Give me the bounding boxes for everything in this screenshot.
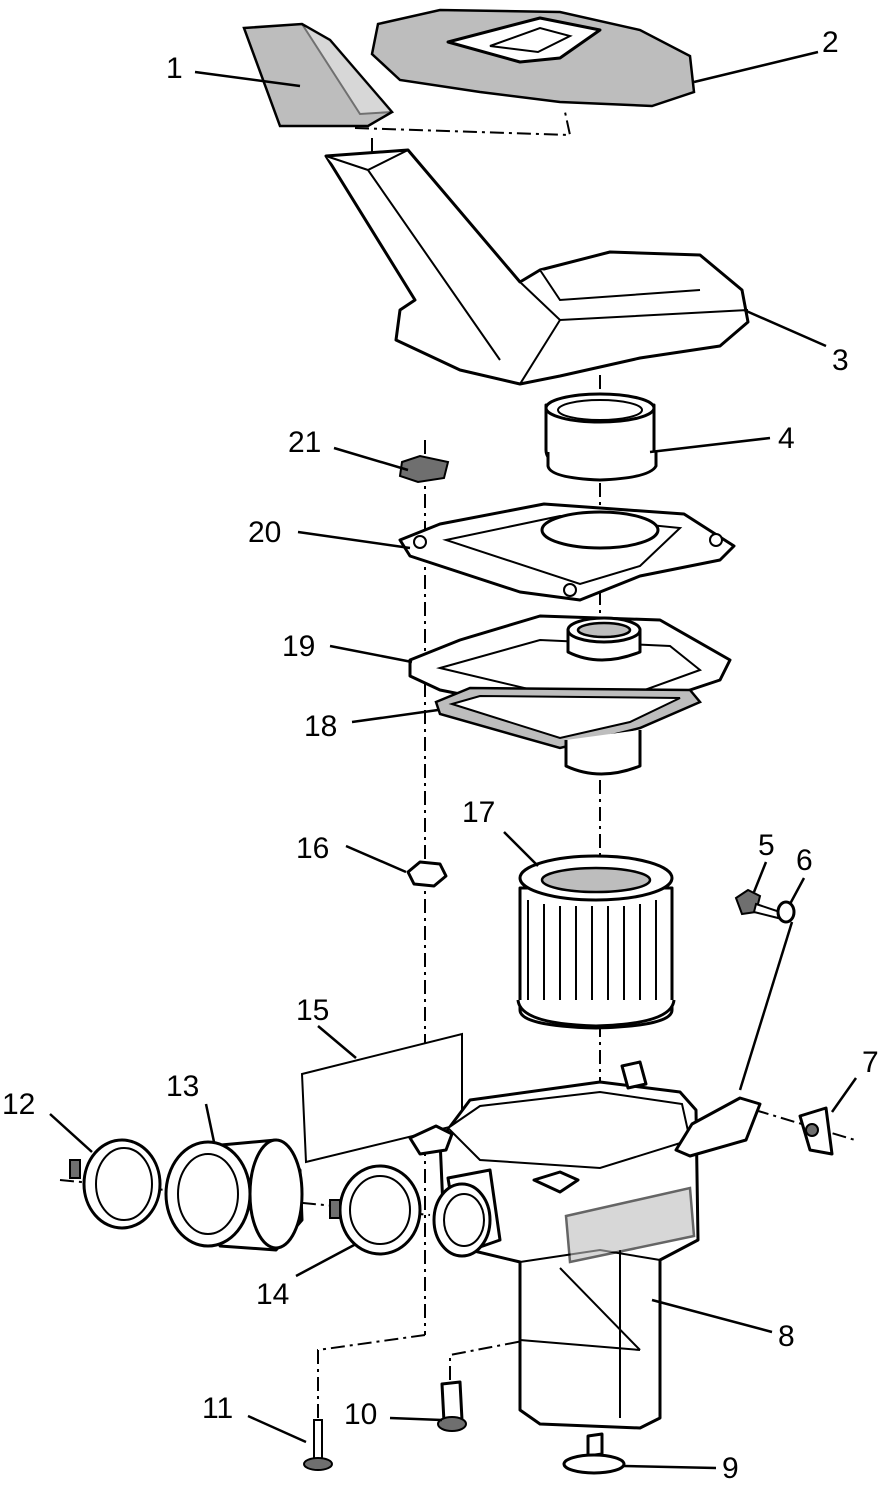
callout-6: 6: [796, 844, 813, 877]
callout-3: 3: [832, 344, 849, 377]
part-12-clamp: [69, 1138, 162, 1230]
airbox-inlet-spigot: [432, 1168, 502, 1258]
part-3-intake-silencer: [324, 148, 750, 386]
callout-8: 8: [778, 1320, 795, 1353]
part-5-bolt: [734, 888, 782, 920]
callout-1: 1: [166, 52, 183, 85]
cover-outlet-tube: [564, 730, 642, 776]
callout-18: 18: [304, 710, 337, 743]
part-7-clip-nut: [798, 1106, 834, 1156]
part-1-foam-strip: [242, 22, 395, 128]
callout-5: 5: [758, 829, 775, 862]
leader-lines: [49, 50, 858, 1470]
callout-15: 15: [296, 994, 329, 1027]
part-4-coupler: [544, 392, 658, 482]
callout-14: 14: [256, 1278, 289, 1311]
part-21-nut: [398, 454, 450, 484]
part-2-foam-seal: [370, 8, 696, 108]
callout-19: 19: [282, 630, 315, 663]
callout-9: 9: [722, 1452, 739, 1485]
callout-4: 4: [778, 422, 795, 455]
part-20-plate: [398, 502, 736, 602]
callout-11: 11: [202, 1392, 233, 1425]
part-6-washer: [738, 900, 796, 1091]
part-13-boot: [164, 1138, 304, 1252]
part-9-drain-cap: [562, 1432, 626, 1475]
part-18-gasket: [434, 686, 703, 750]
callout-16: 16: [296, 832, 329, 865]
callout-13: 13: [166, 1070, 199, 1103]
callout-7: 7: [862, 1046, 879, 1079]
part-10-grommet: [437, 1380, 467, 1432]
part-17-filter: [516, 854, 676, 1030]
callout-10: 10: [344, 1398, 377, 1431]
callout-20: 20: [248, 516, 281, 549]
callout-labels: 1 2 3 4 5 6 7 8 9 10 11 12 13 14 15 16 1…: [2, 26, 879, 1485]
part-8-airbox: [408, 1060, 762, 1430]
callout-21: 21: [288, 426, 321, 459]
callout-2: 2: [822, 26, 839, 59]
callout-17: 17: [462, 796, 495, 829]
part-14-clamp: [329, 1164, 422, 1256]
part-16-nut: [406, 860, 448, 888]
callout-12: 12: [2, 1088, 35, 1121]
part-11-screw: [303, 1419, 333, 1471]
